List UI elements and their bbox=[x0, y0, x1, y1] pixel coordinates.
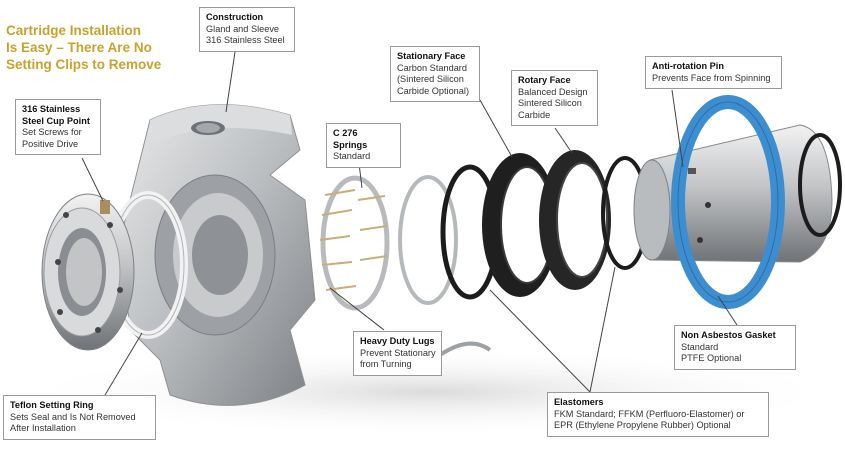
headline-line-2: Is Easy – There Are No bbox=[6, 40, 152, 55]
callout-line: Prevent Stationary bbox=[360, 347, 436, 358]
silver-ring bbox=[398, 175, 458, 305]
gland-body bbox=[119, 104, 316, 406]
callout-anti-rotation-pin: Anti-rotation Pin Prevents Face from Spi… bbox=[645, 56, 782, 90]
callout-line: PTFE Optional bbox=[681, 353, 742, 364]
rotary-face bbox=[539, 150, 611, 290]
callout-heavy-duty-lugs: Heavy Duty Lugs Prevent Stationary from … bbox=[353, 331, 442, 376]
callout-gasket: Non Asbestos Gasket Standard PTFE Option… bbox=[674, 325, 796, 370]
callout-rotary-face: Rotary Face Balanced Design Sintered Sil… bbox=[511, 70, 598, 127]
callout-line: After Installation bbox=[10, 423, 76, 434]
callout-title: Steel Cup Point bbox=[22, 115, 90, 126]
callout-line: Carbon Standard bbox=[397, 62, 467, 73]
collar bbox=[41, 193, 135, 351]
callout-title: Non Asbestos Gasket bbox=[681, 330, 776, 340]
callout-line: Gland and Sleeve bbox=[206, 23, 280, 34]
callout-cup-point: 316 Stainless Steel Cup Point Set Screws… bbox=[15, 99, 101, 156]
callout-line: Sintered Silicon bbox=[518, 98, 582, 109]
gasket bbox=[671, 95, 785, 309]
small-lug-ring bbox=[438, 341, 492, 357]
callout-springs: C 276 Springs Standard bbox=[326, 123, 401, 168]
callout-line: Balanced Design bbox=[518, 86, 588, 97]
callout-title: Elastomers bbox=[554, 397, 604, 407]
callout-line: Prevents Face from Spinning bbox=[652, 72, 771, 83]
callout-title: Anti-rotation Pin bbox=[652, 61, 724, 71]
callout-line: Positive Drive bbox=[22, 138, 79, 149]
headline-line-3: Setting Clips to Remove bbox=[6, 57, 162, 72]
callout-teflon-ring: Teflon Setting Ring Sets Seal and Is Not… bbox=[3, 395, 156, 440]
callout-line: Standard bbox=[681, 341, 719, 352]
callout-title: Heavy Duty Lugs bbox=[360, 336, 435, 346]
callout-line: Carbide Optional) bbox=[397, 85, 470, 96]
sleeve bbox=[633, 124, 833, 263]
headline: Cartridge Installation Is Easy – There A… bbox=[6, 22, 181, 73]
callout-line: Carbide bbox=[518, 109, 551, 120]
callout-line: Standard bbox=[333, 151, 371, 162]
callout-line: 316 Stainless Steel bbox=[206, 35, 285, 46]
stationary-face bbox=[482, 153, 558, 297]
callout-title: 316 Stainless bbox=[22, 104, 81, 114]
callout-line: Sets Seal and Is Not Removed bbox=[10, 411, 136, 422]
callout-stationary-face: Stationary Face Carbon Standard (Sintere… bbox=[390, 46, 480, 103]
callout-line: EPR (Ethylene Propylene Rubber) Optional bbox=[554, 420, 731, 431]
callout-line: (Sintered Silicon bbox=[397, 74, 464, 85]
callout-title: Construction bbox=[206, 12, 264, 22]
o-ring-3 bbox=[798, 133, 842, 237]
callout-line: Set Screws for bbox=[22, 127, 82, 138]
callout-elastomers: Elastomers FKM Standard; FFKM (Perfluoro… bbox=[547, 392, 769, 437]
headline-line-1: Cartridge Installation bbox=[6, 23, 142, 38]
callout-line: from Turning bbox=[360, 359, 412, 370]
callout-title: Rotary Face bbox=[518, 75, 571, 85]
callout-title: Stationary Face bbox=[397, 51, 466, 61]
callout-title: C 276 Springs bbox=[333, 128, 368, 150]
callout-title: Teflon Setting Ring bbox=[10, 400, 94, 410]
callout-line: FKM Standard; FFKM (Perfluoro-Elastomer)… bbox=[554, 408, 745, 419]
callout-construction: Construction Gland and Sleeve 316 Stainl… bbox=[199, 7, 295, 52]
